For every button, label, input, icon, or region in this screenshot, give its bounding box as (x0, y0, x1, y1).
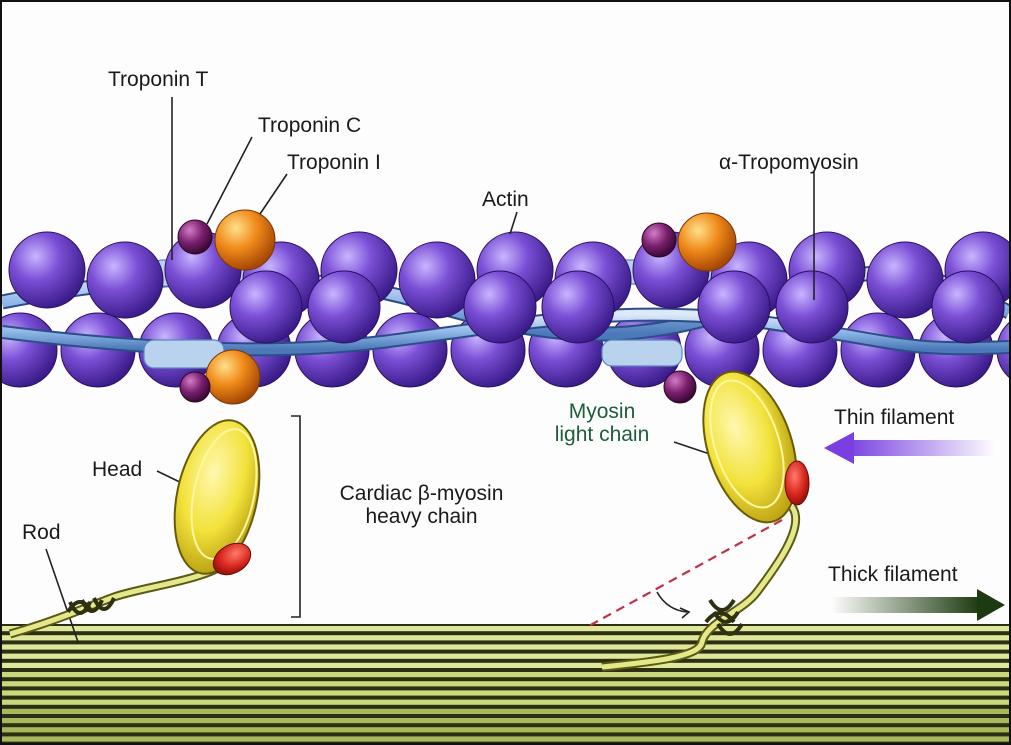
troponin-i-bead (678, 213, 736, 271)
actin-monomer (9, 232, 85, 308)
actin-monomer (87, 242, 163, 318)
thick-filament-stripe (2, 681, 1009, 686)
actin-monomer (464, 271, 536, 343)
pointer-actin (510, 212, 517, 234)
thick-filament-arrow (830, 589, 1005, 621)
heavy-chain-line2: heavy chain (309, 505, 534, 528)
actin-monomer (932, 271, 1004, 343)
label-tropomyosin: α-Tropomyosin (719, 151, 859, 174)
heavy-chain-bracket (291, 416, 300, 617)
label-thick-filament: Thick filament (828, 563, 958, 586)
label-heavy-chain: Cardiac β-myosin heavy chain (309, 482, 534, 528)
myosin-light-chain (785, 461, 809, 505)
actin-monomer (373, 313, 447, 387)
label-head: Head (92, 458, 142, 481)
label-thin-filament: Thin filament (834, 406, 954, 429)
thick-filament-stripe (2, 718, 1009, 723)
thick-filament-stripe (2, 700, 1009, 705)
thick-filament-stripe (2, 672, 1009, 677)
thick-filament-stripe (2, 626, 1009, 631)
actin-monomer (308, 271, 380, 343)
troponin-c-bead-lower (664, 371, 696, 403)
troponin-c-bead (642, 223, 676, 257)
heavy-chain-line1: Cardiac β-myosin (309, 482, 534, 505)
thick-filament-stripe (2, 654, 1009, 659)
beta-symbol: β (418, 482, 430, 505)
actin-monomer (698, 271, 770, 343)
thick-filament-stripe (2, 690, 1009, 695)
troponin-c-bead (178, 220, 212, 254)
thick-filament-stripe (2, 635, 1009, 640)
troponin-i-bead (215, 210, 275, 270)
thick-filament-stripe (2, 727, 1009, 732)
pointer-troponin-i (260, 174, 287, 214)
label-troponin-c: Troponin C (258, 114, 361, 137)
thin-filament-arrow (824, 432, 997, 464)
actin-monomer (542, 271, 614, 343)
actin-monomer (230, 271, 302, 343)
label-light-chain: Myosin light chain (532, 400, 672, 446)
thick-filament (2, 624, 1009, 743)
troponin-i-bead-lower (206, 350, 260, 404)
tropomyosin-text: -Tropomyosin (731, 151, 859, 174)
thick-filament-stripe (2, 709, 1009, 714)
label-troponin-t: Troponin T (108, 68, 208, 91)
troponin-t-sleeve (602, 340, 682, 366)
label-troponin-i: Troponin I (287, 151, 381, 174)
troponin-c-bead-lower (180, 372, 210, 402)
thick-filament-stripe (2, 736, 1009, 741)
label-rod: Rod (22, 521, 61, 544)
thick-filament-stripe (2, 663, 1009, 668)
thick-filament-stripe (2, 644, 1009, 649)
actin-monomer (776, 271, 848, 343)
actin-monomer (2, 313, 57, 387)
alpha-symbol: α (719, 151, 731, 174)
label-actin: Actin (482, 188, 529, 211)
